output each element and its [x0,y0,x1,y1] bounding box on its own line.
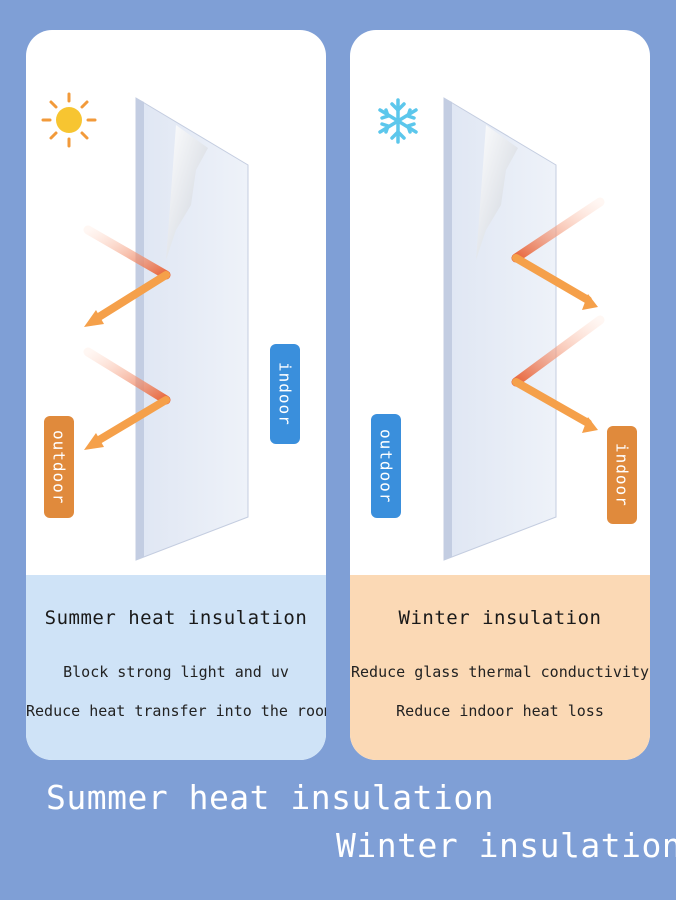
outdoor-label: outdoor [371,414,401,518]
sun-icon [41,92,97,148]
summer-line-1: Block strong light and uv [63,663,289,681]
outdoor-label: outdoor [44,416,74,518]
summer-title: Summer heat insulation [44,607,308,629]
footer-summer-heading: Summer heat insulation [46,778,495,817]
summer-line-2: Reduce heat transfer into the room [26,702,326,720]
winter-panel: outdoor indoor Winter insulation Reduce … [350,30,650,760]
winter-caption: Winter insulation Reduce glass thermal c… [350,575,650,760]
heat-arrows [511,197,605,433]
indoor-label: indoor [607,426,637,524]
snowflake-icon [378,98,418,144]
glass-pane [135,97,249,561]
winter-line-1: Reduce glass thermal conductivity [350,663,649,681]
heat-arrows [83,225,171,450]
winter-line-2: Reduce indoor heat loss [396,702,604,720]
summer-panel: indoor outdoor Summer heat insulation Bl… [26,30,326,760]
glass-pane [443,97,557,561]
winter-illustration [378,97,605,561]
footer-winter-heading: Winter insulation [336,826,676,865]
summer-caption: Summer heat insulation Block strong ligh… [26,575,326,760]
winter-title: Winter insulation [398,607,602,629]
summer-illustration [41,92,249,561]
indoor-label: indoor [270,344,300,444]
